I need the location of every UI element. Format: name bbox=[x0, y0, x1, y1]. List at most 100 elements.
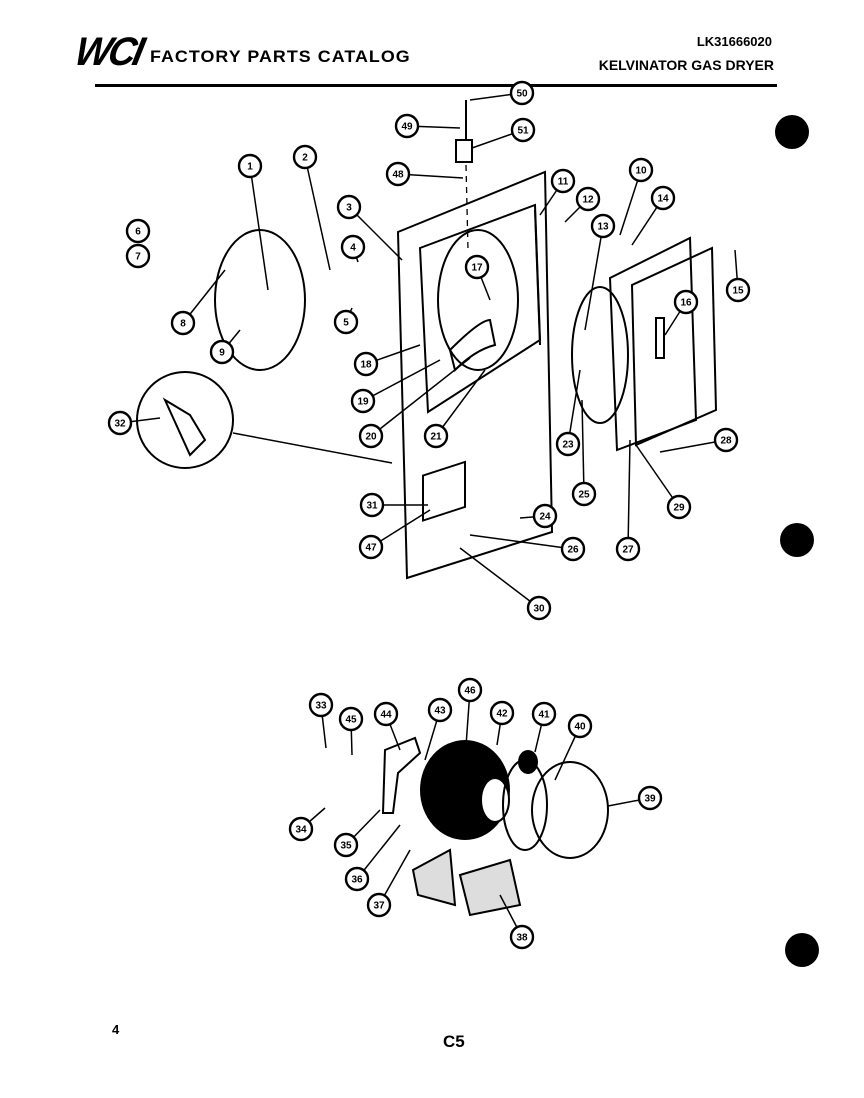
svg-text:13: 13 bbox=[597, 222, 609, 233]
part-callout-50: 50 bbox=[509, 80, 535, 106]
part-callout-48: 48 bbox=[385, 161, 411, 187]
page-number: 4 bbox=[112, 1022, 120, 1037]
svg-text:37: 37 bbox=[373, 901, 385, 912]
leader-line bbox=[469, 534, 574, 550]
svg-text:15: 15 bbox=[732, 286, 744, 297]
catalog-title: FACTORY PARTS CATALOG bbox=[150, 47, 411, 66]
svg-text:30: 30 bbox=[533, 604, 545, 615]
part-callout-10: 10 bbox=[628, 157, 654, 183]
svg-text:1: 1 bbox=[247, 162, 253, 173]
svg-text:25: 25 bbox=[578, 490, 590, 501]
door-inner bbox=[608, 236, 698, 452]
svg-text:39: 39 bbox=[644, 794, 656, 805]
top-parts-drawing bbox=[455, 100, 473, 251]
svg-text:44: 44 bbox=[380, 710, 392, 721]
part-callout-8: 8 bbox=[170, 310, 196, 336]
svg-text:2: 2 bbox=[302, 153, 308, 164]
part-callout-25: 25 bbox=[571, 481, 597, 507]
svg-text:4: 4 bbox=[350, 243, 356, 254]
svg-text:24: 24 bbox=[539, 512, 551, 523]
svg-text:35: 35 bbox=[340, 841, 352, 852]
part-callout-32: 32 bbox=[107, 410, 133, 436]
part-callout-23: 23 bbox=[555, 431, 581, 457]
spring bbox=[518, 750, 538, 774]
model-number: LK31666020 bbox=[696, 34, 772, 49]
part-callout-29: 29 bbox=[666, 494, 692, 520]
lint-filter bbox=[448, 318, 497, 372]
punch-hole bbox=[780, 523, 814, 557]
door-outer bbox=[630, 246, 718, 447]
front-panel bbox=[396, 170, 554, 580]
svg-text:7: 7 bbox=[135, 252, 141, 263]
svg-text:5: 5 bbox=[343, 318, 349, 329]
svg-text:33: 33 bbox=[315, 701, 327, 712]
part-callout-31: 31 bbox=[359, 492, 385, 518]
part-callout-27: 27 bbox=[615, 536, 641, 562]
detail-circle bbox=[136, 371, 234, 469]
front-panel-drawing bbox=[396, 170, 554, 580]
svg-text:14: 14 bbox=[657, 194, 669, 205]
svg-text:34: 34 bbox=[295, 825, 307, 836]
part-callout-47: 47 bbox=[358, 534, 384, 560]
leader-line bbox=[348, 206, 403, 261]
part-callout-12: 12 bbox=[575, 186, 601, 212]
svg-text:19: 19 bbox=[357, 397, 369, 408]
svg-text:23: 23 bbox=[562, 440, 574, 451]
part-callout-11: 11 bbox=[550, 168, 576, 194]
part-callout-4: 4 bbox=[340, 234, 366, 260]
part-callout-2: 2 bbox=[292, 144, 318, 170]
svg-text:49: 49 bbox=[401, 122, 413, 133]
part-callout-39: 39 bbox=[637, 785, 663, 811]
svg-text:43: 43 bbox=[434, 706, 446, 717]
svg-text:8: 8 bbox=[180, 319, 186, 330]
leader-line bbox=[635, 444, 680, 508]
part-callout-40: 40 bbox=[567, 713, 593, 739]
svg-text:38: 38 bbox=[516, 933, 528, 944]
leader-line bbox=[584, 225, 604, 331]
svg-text:21: 21 bbox=[430, 432, 442, 443]
door-drawing bbox=[571, 236, 718, 452]
door-liner bbox=[571, 286, 629, 424]
svg-text:10: 10 bbox=[635, 166, 647, 177]
hinge bbox=[534, 209, 541, 346]
part-callout-13: 13 bbox=[590, 213, 616, 239]
leader-line bbox=[362, 359, 441, 402]
part-callout-15: 15 bbox=[725, 277, 751, 303]
part-callout-38: 38 bbox=[509, 924, 535, 950]
part-callout-44: 44 bbox=[373, 701, 399, 727]
part-callout-42: 42 bbox=[489, 700, 515, 726]
svg-text:16: 16 bbox=[680, 298, 692, 309]
svg-text:11: 11 bbox=[558, 177, 569, 188]
leader-line bbox=[435, 369, 486, 437]
part-callout-16: 16 bbox=[673, 289, 699, 315]
svg-text:45: 45 bbox=[345, 715, 357, 726]
part-callout-6: 6 bbox=[125, 218, 151, 244]
svg-text:26: 26 bbox=[567, 545, 579, 556]
part-callout-49: 49 bbox=[394, 113, 420, 139]
svg-text:9: 9 bbox=[219, 348, 225, 359]
part-callout-3: 3 bbox=[336, 194, 362, 220]
blower-wheel bbox=[531, 761, 609, 859]
section-code: C5 bbox=[443, 1032, 465, 1051]
leader-line bbox=[370, 357, 471, 437]
blower-motor-drawing bbox=[381, 736, 609, 917]
part-callout-37: 37 bbox=[366, 892, 392, 918]
product-name: KELVINATOR GAS DRYER bbox=[598, 57, 774, 73]
svg-text:20: 20 bbox=[365, 432, 377, 443]
part-callout-35: 35 bbox=[333, 832, 359, 858]
svg-text:51: 51 bbox=[517, 126, 529, 137]
svg-text:47: 47 bbox=[365, 543, 377, 554]
part-callout-19: 19 bbox=[350, 388, 376, 414]
leader-line bbox=[304, 156, 331, 271]
part-callout-9: 9 bbox=[209, 339, 235, 365]
svg-text:6: 6 bbox=[135, 227, 141, 238]
svg-text:50: 50 bbox=[516, 89, 528, 100]
door-handle bbox=[655, 317, 665, 359]
part-callout-34: 34 bbox=[288, 816, 314, 842]
part-callout-7: 7 bbox=[125, 243, 151, 269]
leader-line bbox=[567, 369, 581, 445]
part-callout-20: 20 bbox=[358, 423, 384, 449]
part-callout-24: 24 bbox=[532, 503, 558, 529]
svg-text:46: 46 bbox=[464, 686, 476, 697]
leader-line bbox=[581, 399, 585, 495]
